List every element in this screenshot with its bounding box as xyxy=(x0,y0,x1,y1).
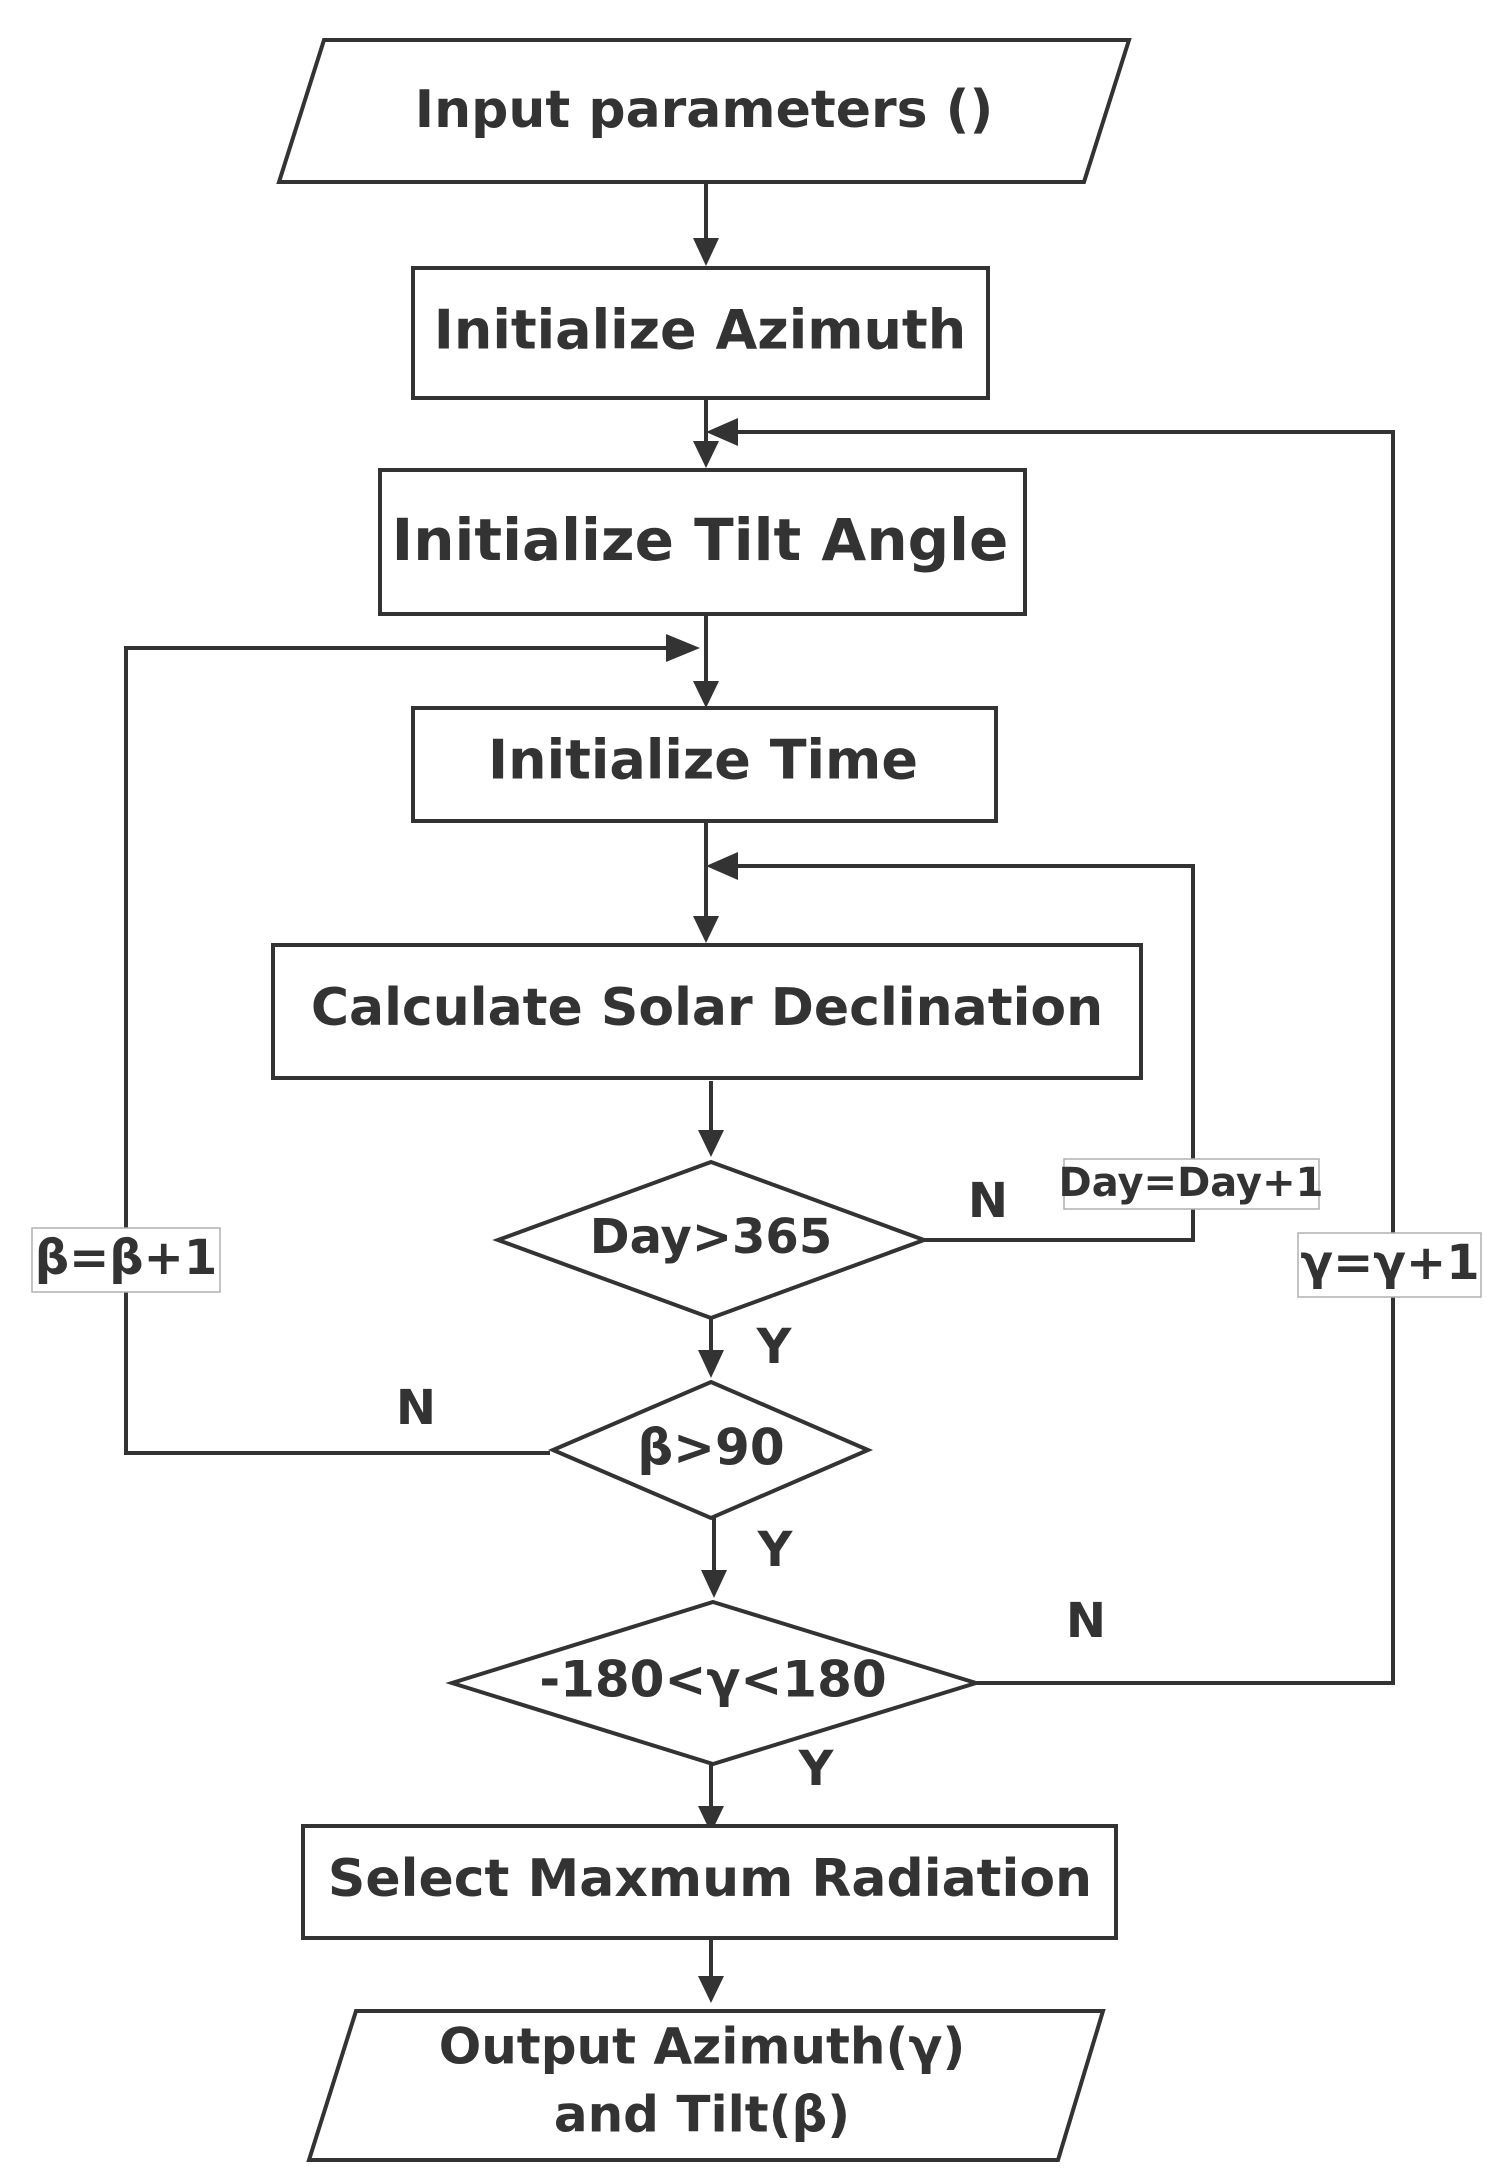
gamma-increment-box xyxy=(1297,1232,1482,1298)
node-input: Input parameters () xyxy=(276,38,1132,184)
connectors xyxy=(124,182,1395,2003)
input-parallelogram xyxy=(276,38,1132,184)
day-increment-box xyxy=(1063,1158,1320,1210)
edge-day-loop xyxy=(730,864,1195,1242)
node-beta-check: β>90 xyxy=(547,1379,874,1521)
day-yes-label: Y xyxy=(756,1319,793,1375)
node-output: Output Azimuth(γ) and Tilt(β) xyxy=(306,2009,1106,2162)
arrowhead xyxy=(701,1570,727,1598)
beta-increment-box xyxy=(31,1227,221,1293)
arrowhead xyxy=(693,681,719,708)
select-max-box xyxy=(301,1824,1118,1940)
node-day-check: Day>365 xyxy=(492,1159,930,1321)
gamma-check-label: -180<γ<180 xyxy=(539,1651,886,1709)
node-calc-declination: Calculate Solar Declination xyxy=(271,943,1143,1080)
arrowhead xyxy=(693,238,719,266)
gamma-increment-label-group: γ=γ+1 xyxy=(1297,1232,1482,1298)
beta-increment-label: β=β+1 xyxy=(35,1230,218,1286)
arrowhead xyxy=(698,1806,724,1833)
arrowhead xyxy=(693,441,719,468)
init-time-label: Initialize Time xyxy=(488,729,918,792)
beta-no-label: N xyxy=(396,1380,436,1436)
beta-check-label: β>90 xyxy=(637,1419,784,1477)
node-init-time: Initialize Time xyxy=(411,706,998,823)
arrowhead xyxy=(698,1976,724,2003)
select-max-label: Select Maxmum Radiation xyxy=(328,1849,1092,1909)
edge-gamma-loop xyxy=(730,430,1395,1685)
init-azimuth-label: Initialize Azimuth xyxy=(434,299,966,362)
beta-check-diamond xyxy=(547,1379,874,1521)
day-increment-label-group: Day=Day+1 xyxy=(1059,1158,1324,1210)
arrowhead xyxy=(706,852,738,880)
beta-yes-label: Y xyxy=(757,1522,794,1578)
init-tilt-label: Initialize Tilt Angle xyxy=(392,506,1009,574)
node-init-tilt: Initialize Tilt Angle xyxy=(378,468,1027,616)
arrowhead xyxy=(706,418,738,446)
input-label: Input parameters () xyxy=(415,80,993,140)
init-tilt-box xyxy=(378,468,1027,616)
gamma-yes-label: Y xyxy=(798,1741,835,1797)
arrowhead xyxy=(666,634,700,662)
arrowhead xyxy=(693,916,719,943)
calc-declination-box xyxy=(271,943,1143,1080)
node-init-azimuth: Initialize Azimuth xyxy=(411,266,990,400)
day-increment-label: Day=Day+1 xyxy=(1059,1160,1324,1206)
gamma-increment-label: γ=γ+1 xyxy=(1300,1235,1479,1291)
day-check-diamond xyxy=(492,1159,930,1321)
arrowhead xyxy=(698,1130,724,1157)
edge-beta-loop xyxy=(124,646,672,1455)
output-label-line1: Output Azimuth(γ) xyxy=(439,2018,966,2076)
gamma-check-diamond xyxy=(445,1599,983,1767)
init-time-box xyxy=(411,706,998,823)
arrowhead xyxy=(698,1350,724,1378)
day-no-label: N xyxy=(968,1173,1008,1229)
gamma-no-label: N xyxy=(1066,1593,1106,1649)
calc-declination-label: Calculate Solar Declination xyxy=(311,978,1103,1038)
node-select-max: Select Maxmum Radiation xyxy=(301,1824,1118,1940)
day-check-label: Day>365 xyxy=(590,1209,832,1265)
node-gamma-check: -180<γ<180 xyxy=(445,1599,983,1767)
beta-increment-label-group: β=β+1 xyxy=(31,1227,221,1293)
output-label-line2: and Tilt(β) xyxy=(554,2086,850,2144)
output-parallelogram xyxy=(306,2009,1106,2162)
init-azimuth-box xyxy=(411,266,990,400)
